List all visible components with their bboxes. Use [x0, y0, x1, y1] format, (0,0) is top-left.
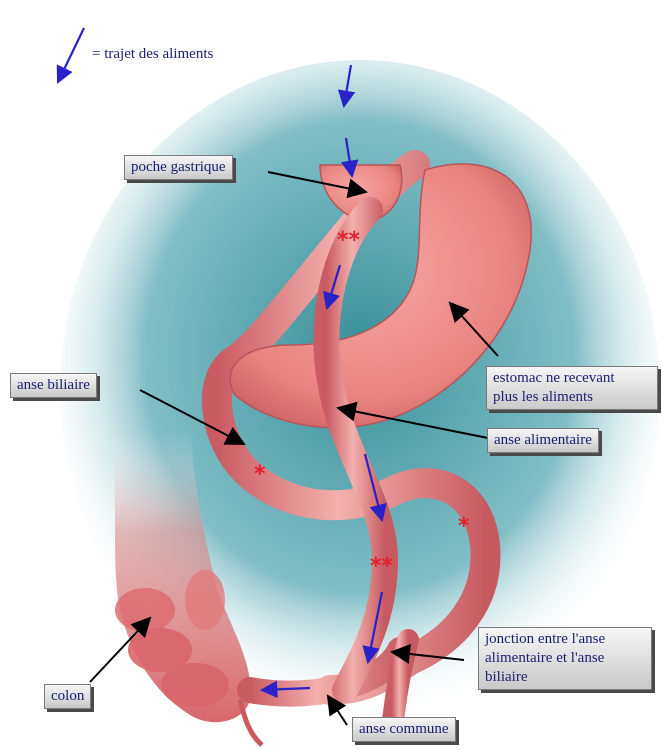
label-anse-alimentaire: anse alimentaire — [487, 428, 599, 453]
single-star-marker-biliaire: * — [254, 462, 266, 487]
label-jonction: jonction entre l'anse alimentaire et l'a… — [478, 627, 652, 690]
label-poche-gastrique: poche gastrique — [124, 155, 233, 180]
label-anse-biliaire: anse biliaire — [10, 373, 97, 398]
label-colon: colon — [44, 684, 91, 709]
legend-text: = trajet des aliments — [92, 46, 213, 63]
single-star-marker-right: * — [458, 514, 470, 539]
double-star-marker-lower: ** — [370, 554, 393, 579]
label-anse-commune: anse commune — [352, 717, 456, 742]
label-estomac: estomac ne recevant plus les aliments — [486, 366, 658, 410]
legend-arrow-icon — [58, 28, 84, 82]
double-star-marker-upper: ** — [337, 228, 360, 253]
